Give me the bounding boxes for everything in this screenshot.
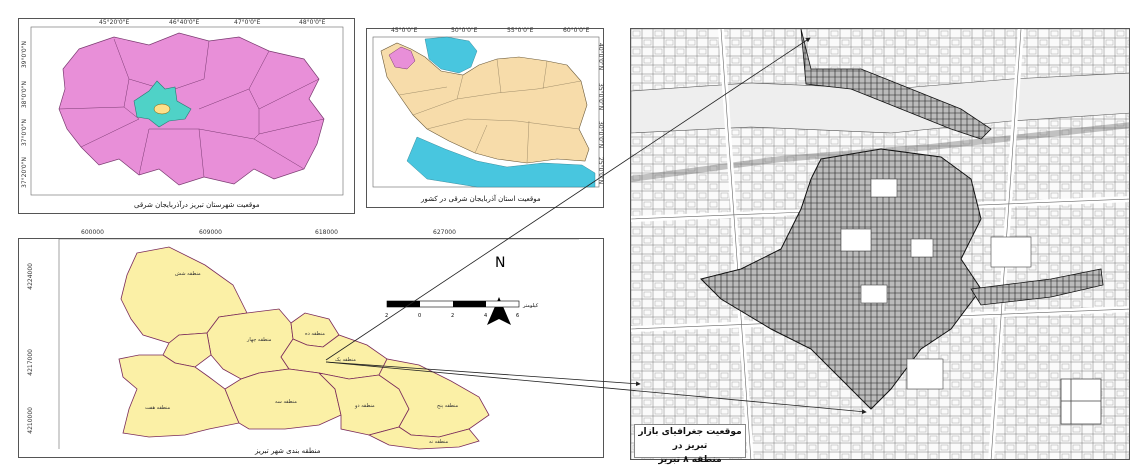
- city-zoning-map: N کیلومتر 2 0 2 4 6 منطقه شش منطقه چهار …: [58, 239, 579, 450]
- left-tick: 37°20'0"N: [21, 157, 28, 188]
- left-tick: 40°0'0"N: [597, 43, 604, 71]
- top-tick: 60°0'0"E: [563, 27, 590, 34]
- north-label: N: [495, 255, 505, 271]
- left-tick: 4224000: [27, 263, 34, 290]
- scale-tick: 0: [418, 313, 421, 319]
- province-map-caption: موقعیت شهرستان تبریز درآذربایجان شرقی: [134, 201, 260, 209]
- left-tick: 25°0'0"N: [597, 157, 604, 185]
- left-tick: 4217000: [27, 349, 34, 376]
- left-tick: 38°0'0"N: [21, 81, 28, 109]
- zone-nine: [367, 426, 480, 450]
- zone-label: منطقه دو: [354, 403, 375, 409]
- bazaar-caption-line1: موقعیت جغرافیای بازار تبریز در: [638, 427, 742, 451]
- zone-label: منطقه نه: [429, 439, 448, 445]
- bazaar-map-caption-box: موقعیت جغرافیای بازار تبریز در منطقه ۸ ت…: [634, 424, 746, 465]
- iran-map-caption: موقعیت استان آذربایجان شرقی در کشور: [421, 195, 541, 203]
- top-tick: 45°0'0"E: [391, 27, 418, 34]
- top-tick: 45°20'0"E: [99, 19, 130, 26]
- city-map-caption: منطقه بندی شهر تبریز: [255, 447, 321, 455]
- left-tick: 35°0'0"N: [597, 83, 604, 111]
- bazaar-caption-line2: منطقه ۸ تبریز: [658, 455, 722, 465]
- city-map-panel: N کیلومتر 2 0 2 4 6 منطقه شش منطقه چهار …: [18, 229, 604, 458]
- top-tick: 609000: [199, 229, 222, 236]
- top-tick: 50°0'0"E: [451, 27, 478, 34]
- zone-label: منطقه سه: [275, 399, 297, 405]
- scale-tick: 6: [516, 313, 519, 319]
- bazaar-map: [631, 29, 1129, 459]
- left-tick: 39°0'0"N: [21, 41, 28, 69]
- scale-tick: 2: [451, 313, 454, 319]
- top-tick: 618000: [315, 229, 338, 236]
- bazaar-map-panel: [630, 28, 1130, 460]
- scale-bar: کیلومتر 2 0 2 4 6: [385, 300, 539, 319]
- scale-tick: 2: [385, 313, 388, 319]
- top-tick: 48°0'0"E: [299, 19, 326, 26]
- scale-label: کیلومتر: [522, 303, 539, 309]
- province-shape: [58, 32, 325, 186]
- zone-label: منطقه یک: [335, 357, 356, 363]
- zone-label: منطقه ده: [305, 331, 325, 337]
- zone-four: [206, 308, 294, 380]
- city-marker: [153, 103, 171, 115]
- zone-label: منطقه هفت: [145, 405, 170, 411]
- left-tick: 30°0'0"N: [597, 121, 604, 149]
- zone-label: منطقه چهار: [246, 337, 272, 343]
- bazaar-east-spine: [970, 268, 1104, 306]
- iran-map-panel: 45°0'0"E 50°0'0"E 55°0'0"E 60°0'0"E 40°0…: [366, 27, 604, 208]
- left-tick: 4210000: [27, 407, 34, 434]
- zone-label: منطقه شش: [175, 271, 201, 277]
- top-tick: 600000: [81, 229, 104, 236]
- top-tick: 47°0'0"E: [234, 19, 261, 26]
- zone-label: منطقه پنج: [437, 403, 459, 409]
- iran-map: [372, 36, 600, 188]
- left-tick: 37°0'0"N: [21, 119, 28, 147]
- zone-seven: [118, 354, 240, 438]
- north-arrow-icon: N: [487, 255, 511, 325]
- top-tick: 46°40'0"E: [169, 19, 200, 26]
- top-tick: 627000: [433, 229, 456, 236]
- top-tick: 55°0'0"E: [507, 27, 534, 34]
- scale-tick: 4: [484, 313, 487, 319]
- province-map: [30, 26, 344, 196]
- bazaar-north-spine: [800, 29, 992, 140]
- province-map-panel: 45°20'0"E 46°40'0"E 47°0'0"E 48°0'0"E 39…: [18, 18, 355, 214]
